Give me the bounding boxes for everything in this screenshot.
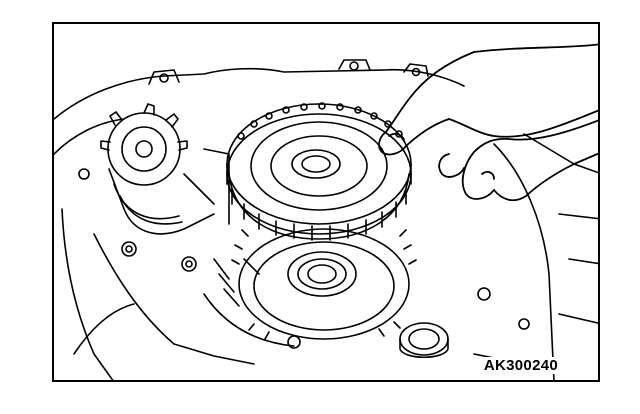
figure-reference-code: AK300240: [481, 357, 560, 374]
illustration-frame: AK300240: [52, 22, 600, 382]
right-hand: [438, 119, 598, 202]
spline-shaft: [213, 258, 260, 307]
transmission-drawing: [54, 43, 598, 380]
clutch-drum: [226, 102, 412, 241]
transmission-case: [54, 59, 598, 380]
planetary-gear-set: [231, 228, 417, 340]
bearing-seal: [399, 322, 449, 359]
differential-gear: [100, 103, 230, 235]
left-hand: [378, 43, 598, 156]
